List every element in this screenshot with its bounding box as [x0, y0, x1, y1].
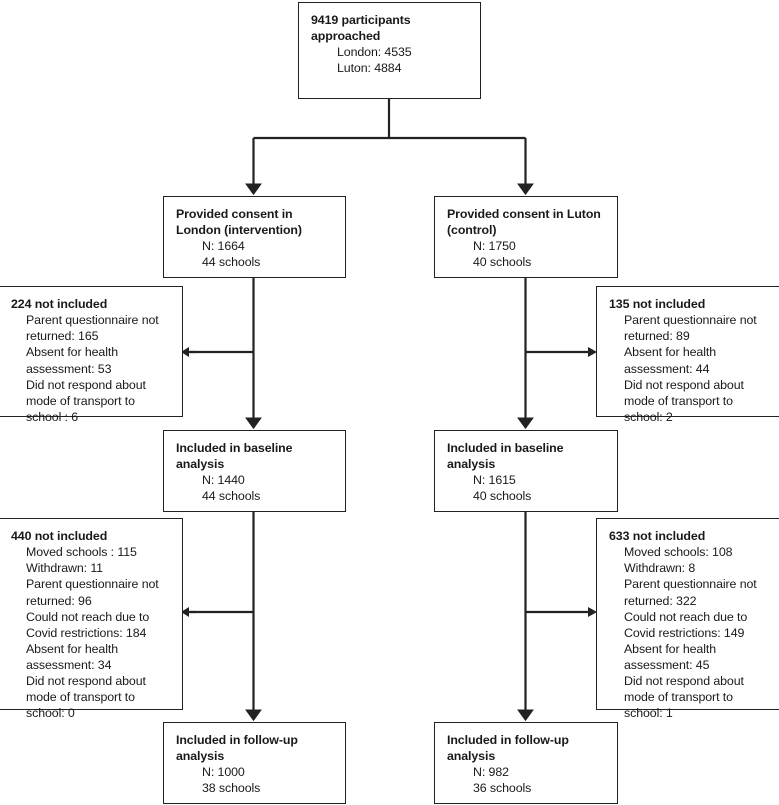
node-line: Did not respond about mode of transport …	[624, 377, 744, 424]
node-excluded-luton-baseline: 135 not included Parent questionnaire no…	[596, 286, 779, 424]
node-line: Parent questionnaire not returned: 89	[624, 313, 757, 344]
node-line: Absent for health assessment: 53	[26, 345, 118, 376]
connector-luton-consent-to-baseline	[516, 278, 597, 430]
node-line: 44 schools	[202, 255, 261, 270]
node-header: 135 not included	[609, 297, 706, 311]
node-header: Provided consent in London (intervention…	[176, 207, 302, 238]
node-line: Luton: 4884	[337, 61, 402, 76]
node-followup-analysis-luton: Included in follow-up analysis N: 982 36…	[434, 722, 618, 804]
node-header: Included in follow-up analysis	[447, 733, 569, 764]
node-line: 40 schools	[473, 255, 532, 270]
node-line: Could not reach due to Covid restriction…	[624, 609, 748, 640]
node-line: N: 1440	[202, 473, 245, 488]
connector-approached-split	[244, 99, 535, 196]
node-line: Withdrawn: 8	[624, 561, 696, 576]
node-line: Did not respond about mode of transport …	[624, 674, 744, 721]
node-header: 440 not included	[11, 529, 108, 543]
node-header: Included in baseline analysis	[447, 441, 564, 472]
node-line: Parent questionnaire not returned: 96	[26, 577, 159, 608]
node-baseline-analysis-london: Included in baseline analysis N: 1440 44…	[163, 430, 346, 512]
node-excluded-london-followup: 440 not included Moved schools : 115 Wit…	[0, 518, 183, 720]
node-line: Withdrawn: 11	[26, 561, 103, 576]
node-followup-analysis-london: Included in follow-up analysis N: 1000 3…	[163, 722, 346, 804]
node-line: 38 schools	[202, 781, 261, 796]
node-line: N: 1664	[202, 239, 245, 254]
node-participants-approached: 9419 participants approached London: 453…	[298, 2, 481, 99]
node-header: 9419 participants approached	[311, 13, 411, 44]
node-header: 224 not included	[11, 297, 108, 311]
connector-london-baseline-to-followup	[181, 512, 263, 722]
node-consent-london-intervention: Provided consent in London (intervention…	[163, 196, 346, 278]
connector-london-consent-to-baseline	[181, 278, 263, 430]
node-line: London: 4535	[337, 45, 412, 60]
node-line: Absent for health assessment: 45	[624, 641, 716, 672]
node-excluded-luton-followup: 633 not included Moved schools: 108 With…	[596, 518, 779, 720]
node-line: Parent questionnaire not returned: 165	[26, 313, 159, 344]
node-line: Did not respond about mode of transport …	[26, 377, 146, 424]
node-header: 633 not included	[609, 529, 706, 543]
node-line: Could not reach due to Covid restriction…	[26, 609, 150, 640]
node-header: Included in follow-up analysis	[176, 733, 298, 764]
node-line: N: 1000	[202, 765, 245, 780]
node-line: Parent questionnaire not returned: 322	[624, 577, 757, 608]
node-line: Moved schools : 115	[26, 545, 137, 560]
node-line: Did not respond about mode of transport …	[26, 674, 146, 721]
node-line: 36 schools	[473, 781, 532, 796]
node-line: Absent for health assessment: 34	[26, 641, 118, 672]
node-line: N: 982	[473, 765, 509, 780]
connector-luton-baseline-to-followup	[516, 512, 597, 722]
node-excluded-london-baseline: 224 not included Parent questionnaire no…	[0, 286, 183, 424]
node-header: Provided consent in Luton (control)	[447, 207, 601, 238]
node-header: Included in baseline analysis	[176, 441, 293, 472]
node-line: 40 schools	[473, 489, 532, 504]
node-baseline-analysis-luton: Included in baseline analysis N: 1615 40…	[434, 430, 618, 512]
node-consent-luton-control: Provided consent in Luton (control) N: 1…	[434, 196, 618, 278]
node-line: N: 1615	[473, 473, 516, 488]
node-line: 44 schools	[202, 489, 261, 504]
node-line: N: 1750	[473, 239, 516, 254]
node-line: Absent for health assessment: 44	[624, 345, 716, 376]
node-line: Moved schools: 108	[624, 545, 733, 560]
